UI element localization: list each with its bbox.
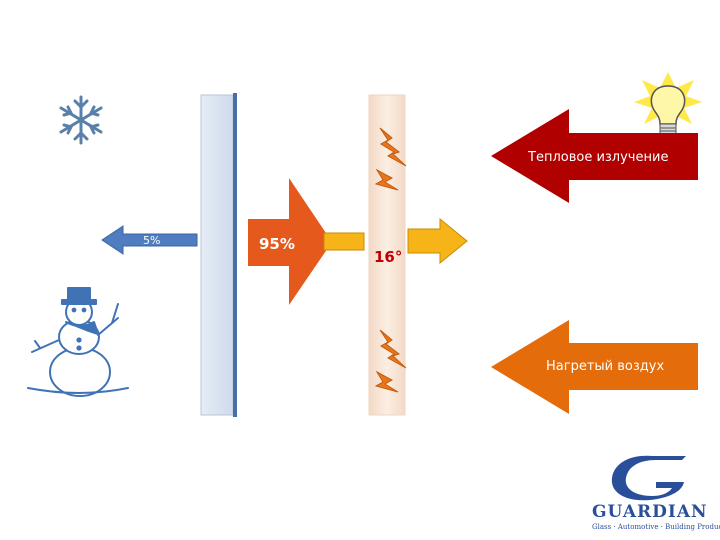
snowman-icon — [27, 287, 129, 397]
outer-glass-pane — [200, 94, 234, 416]
percent-reflected-label: 95% — [259, 235, 295, 253]
temperature-label: 16° — [374, 248, 403, 266]
guardian-g-mark-icon — [611, 455, 686, 501]
guardian-logo: GUARDIAN Glass · Automotive · Building P… — [590, 452, 720, 536]
snowflake-icon — [59, 95, 103, 145]
heated-air-label: Нагретый воздух — [546, 359, 665, 374]
percent-transmitted-label: 5% — [143, 234, 161, 247]
inner-flow-arrow-right — [407, 217, 468, 265]
heat-radiation-label: Тепловое излучение — [528, 150, 669, 165]
inner-flow-arrow-left — [323, 232, 365, 251]
flame-icon — [374, 329, 407, 393]
guardian-tagline: Glass · Automotive · Building Products — [592, 523, 720, 531]
heated-air-arrow — [491, 320, 698, 414]
reflected-radiation-arrow — [248, 178, 332, 305]
flame-icon — [374, 127, 407, 191]
heat-radiation-arrow — [491, 109, 698, 203]
glass-edge-line — [233, 93, 237, 417]
light-bulb-icon — [634, 72, 702, 135]
transmitted-arrow — [101, 225, 198, 255]
guardian-brand-text: GUARDIAN — [592, 502, 708, 522]
